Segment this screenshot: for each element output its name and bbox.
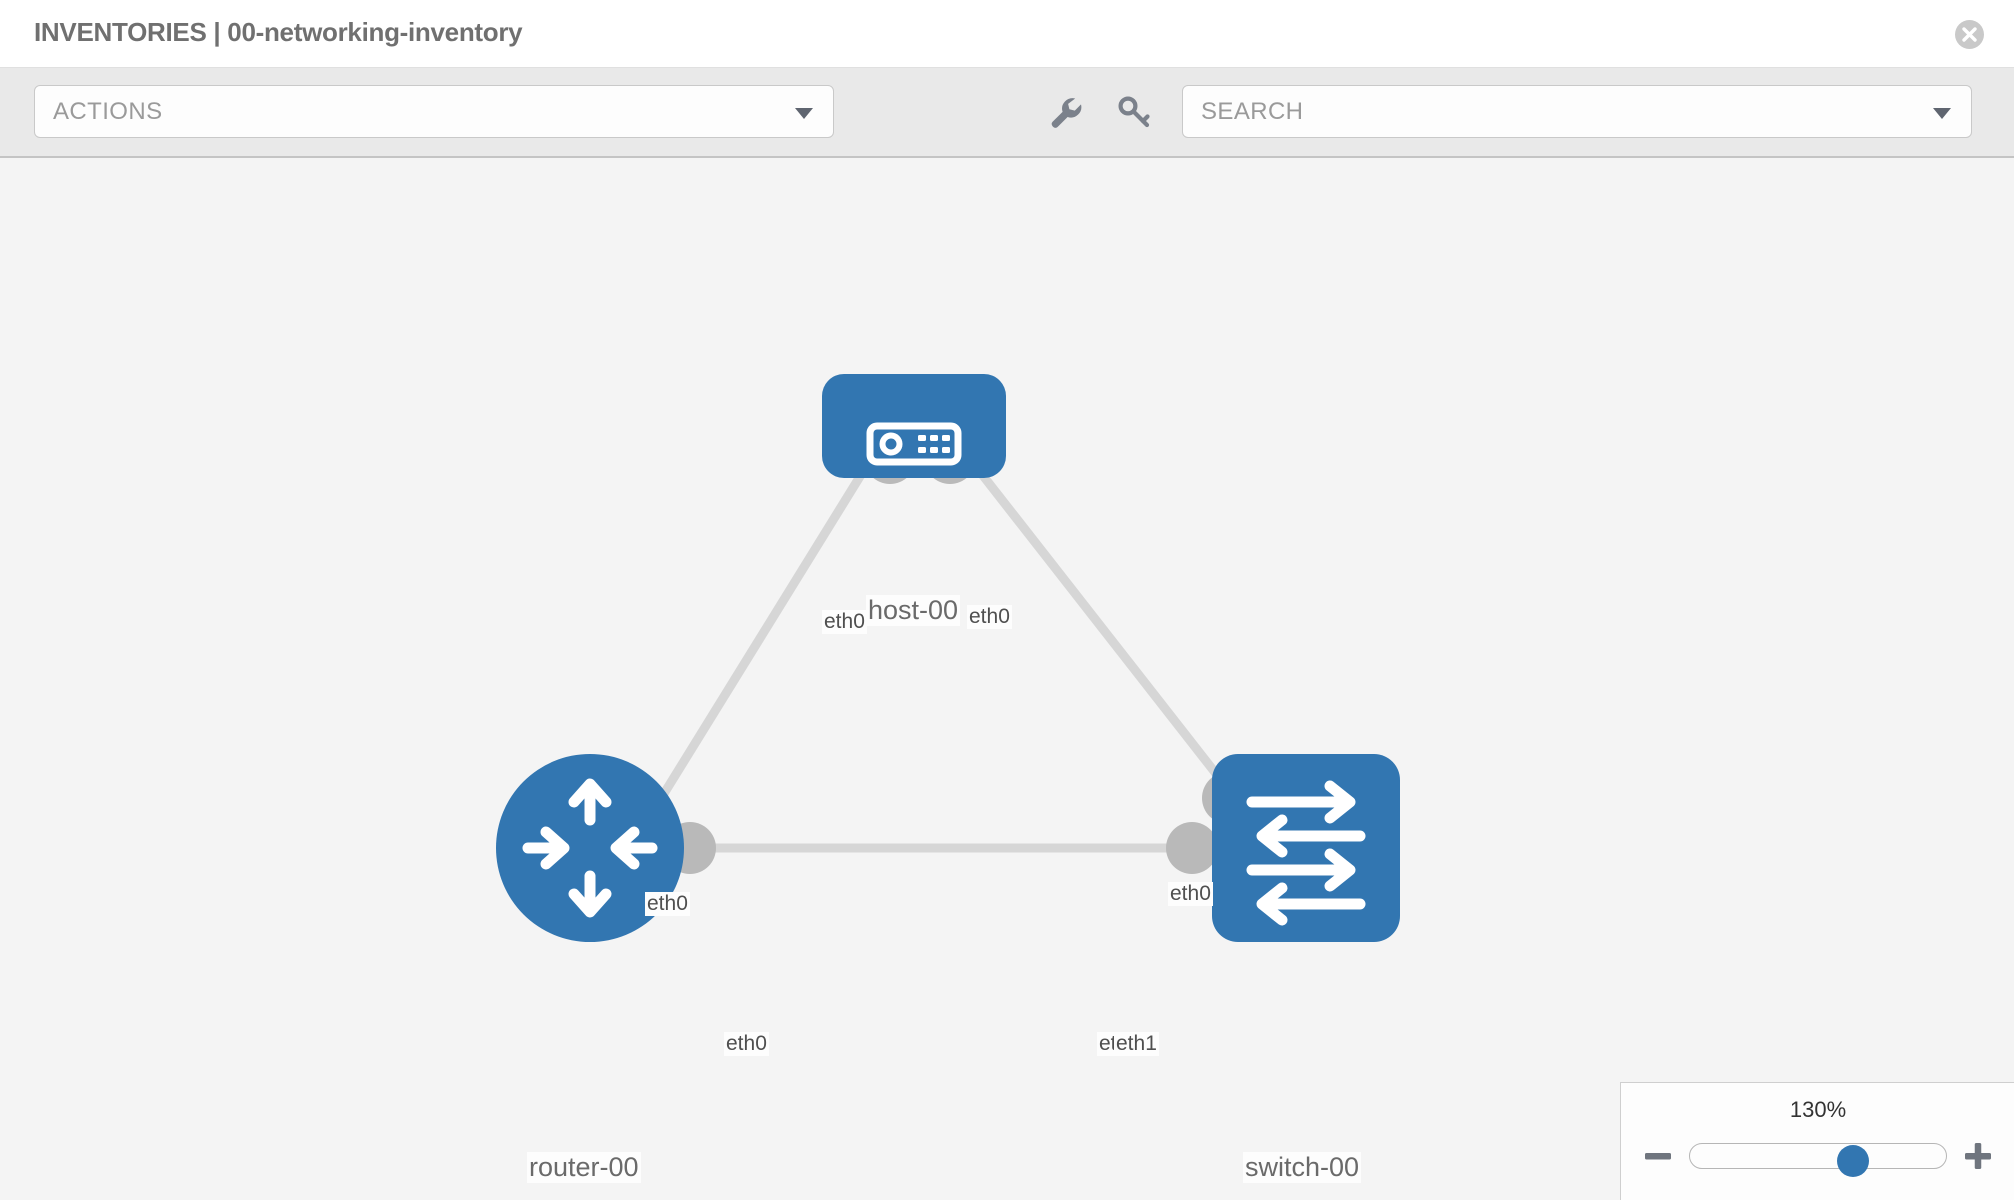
zoom-slider-thumb[interactable] xyxy=(1837,1145,1869,1177)
chevron-down-icon xyxy=(1933,108,1951,119)
key-icon[interactable] xyxy=(1114,92,1154,132)
zoom-in-button[interactable] xyxy=(1961,1139,1995,1173)
actions-dropdown-label: ACTIONS xyxy=(53,98,163,125)
minus-icon xyxy=(1645,1153,1671,1160)
interface-label-host-right: eth0 xyxy=(967,605,1012,630)
actions-dropdown[interactable]: ACTIONS xyxy=(34,85,834,138)
link-host-switch[interactable] xyxy=(948,433,1239,801)
key-glyph xyxy=(1118,96,1150,128)
zoom-out-button[interactable] xyxy=(1641,1139,1675,1173)
zoom-control-panel: 130% xyxy=(1620,1082,2014,1200)
interface-label-host-left: eth0 xyxy=(822,610,867,635)
interface-label-router-up: eth0 xyxy=(645,892,690,917)
close-circle-glyph xyxy=(1955,20,1984,49)
zoom-level-value: 130% xyxy=(1789,1097,1847,1122)
node-router-00[interactable] xyxy=(496,754,684,942)
zoom-slider-track[interactable] xyxy=(1689,1143,1947,1177)
node-label-router-00: router-00 xyxy=(527,1152,641,1184)
node-label-host-00: host-00 xyxy=(866,595,961,627)
wrench-icon[interactable] xyxy=(1046,92,1086,132)
interface-label-switch-left-b: eth1 xyxy=(1114,1032,1159,1057)
toolbar: ACTIONS SEARCH xyxy=(0,68,2014,158)
server-icon xyxy=(866,422,962,466)
link-host-router[interactable] xyxy=(648,433,889,816)
switch-arrows-icon xyxy=(1246,780,1366,926)
wrench-glyph xyxy=(1051,98,1082,128)
search-input[interactable]: SEARCH xyxy=(1182,85,1972,138)
node-switch-shape xyxy=(1212,754,1400,942)
node-router-shape xyxy=(496,754,684,942)
node-switch-00[interactable] xyxy=(1212,754,1400,942)
search-placeholder: SEARCH xyxy=(1201,98,1304,125)
zoom-slider-row xyxy=(1621,1133,2014,1179)
close-icon[interactable] xyxy=(1955,20,1984,49)
chevron-down-icon xyxy=(795,108,813,119)
plus-icon xyxy=(1965,1143,1991,1169)
page-header: INVENTORIES | 00-networking-inventory xyxy=(0,0,2014,68)
topology-graph xyxy=(496,374,1400,942)
interface-label-switch-up: eth0 xyxy=(1168,882,1213,907)
link-layer xyxy=(648,433,1239,853)
node-label-switch-00: switch-00 xyxy=(1243,1152,1362,1184)
topology-canvas[interactable]: eth0 host-00 eth0 eth0 eth0 eth0 eth0 et… xyxy=(0,158,2014,1200)
router-arrows-icon xyxy=(522,778,658,918)
page-title: INVENTORIES | 00-networking-inventory xyxy=(34,17,523,47)
interface-nub-switch-left-b[interactable] xyxy=(1166,822,1218,874)
interface-label-router-right: eth0 xyxy=(724,1032,769,1057)
node-host-00[interactable] xyxy=(822,374,1006,478)
